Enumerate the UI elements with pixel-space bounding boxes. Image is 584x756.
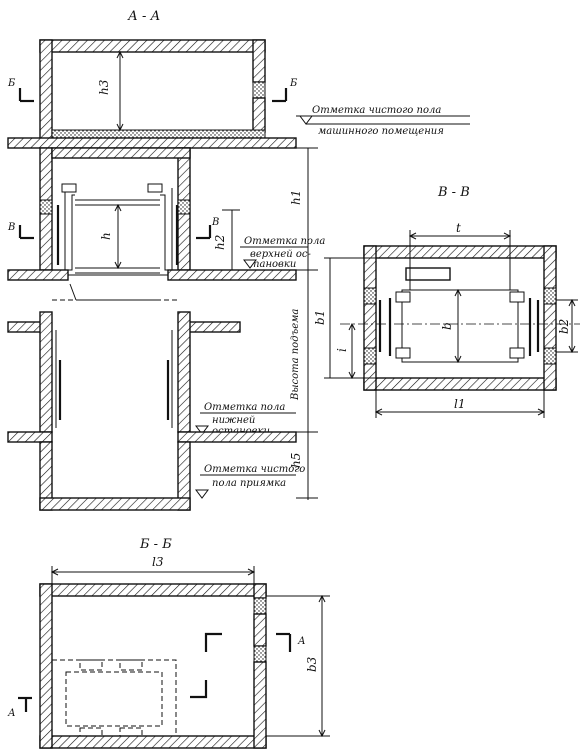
section-vv: В - В t l1 b [313,185,580,418]
dim-h1: h1 [289,190,303,205]
section-vv-title: В - В [437,185,470,200]
dim-l3: l3 [152,555,164,569]
dim-b1: b1 [313,310,327,325]
svg-text:верхней ос-: верхней ос- [250,249,312,260]
pit-floor [39,497,191,511]
svg-text:А: А [7,708,16,719]
dim-h3: h3 [97,79,111,95]
section-aa-title: А - А [127,9,160,24]
dim-h2: h2 [213,235,227,250]
svg-text:В: В [7,222,15,233]
cut-mark-b-right: Б [272,78,298,103]
dim-b: b [440,322,454,330]
dim-b2: b2 [557,319,571,334]
cut-mark-v-left: В [7,222,34,240]
machine-room-slab [7,137,297,149]
dim-i: i [335,348,349,352]
dim-h5: h5 [289,453,303,468]
svg-text:пола приямка: пола приямка [212,478,286,489]
cut-mark-b-left: Б [7,78,34,103]
section-bb: Б - Б А А [7,537,330,749]
cut-mark-a-left: А [7,696,32,719]
dim-lift-height: Высота подъема [290,309,301,401]
section-bb-title: Б - Б [139,537,172,552]
svg-text:А: А [297,636,306,647]
svg-text:В: В [211,217,219,228]
car-upper [56,183,179,274]
cut-mark-v-right: В [196,217,219,240]
dim-h: h [99,232,113,240]
svg-text:Отметка пола: Отметка пола [244,236,325,247]
svg-text:тановки: тановки [250,259,296,270]
dim-b3: b3 [305,656,319,672]
dim-l1: l1 [454,397,465,411]
car-outline-dashed [51,659,177,737]
svg-text:машинного помещения: машинного помещения [318,126,444,137]
shaft-wall-left-lower [39,311,53,433]
level-mark-top-stop: Отметка пола верхней ос- тановки [240,236,325,270]
level-mark-machine-room: Отметка чистого пола машинного помещения [296,105,470,137]
dim-t: t [456,221,461,235]
svg-text:нижней: нижней [212,415,255,426]
machine-room [39,39,266,141]
svg-text:Б: Б [7,78,16,89]
cut-mark-a-right: А [276,632,306,652]
shaft-wall-right-lower [177,311,191,433]
section-aa: А - А h3 Б Б [7,9,470,511]
svg-text:Отметка чистого: Отметка чистого [204,464,305,475]
svg-text:Отметка пола: Отметка пола [204,402,285,413]
svg-text:Б: Б [289,78,298,89]
svg-text:Отметка чистого пола: Отметка чистого пола [312,105,441,116]
level-mark-pit: Отметка чистого пола приямка [195,464,305,499]
